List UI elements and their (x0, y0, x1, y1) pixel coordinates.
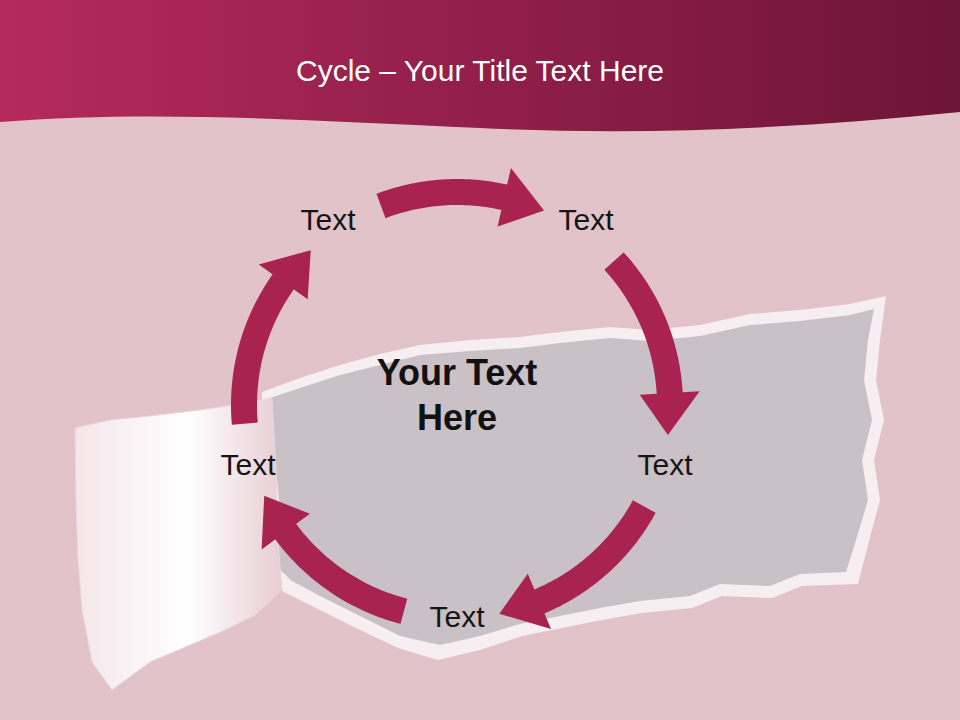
step-text: Text (220, 447, 275, 483)
cycle-step: Text (294, 198, 361, 242)
step-text: Text (558, 202, 613, 238)
title-band (0, 0, 960, 131)
step-text: Text (429, 599, 484, 635)
step-text: Text (637, 447, 692, 483)
cycle-arrow (499, 507, 644, 630)
cycle-arrow (244, 250, 311, 423)
arrow-body (244, 280, 284, 424)
cycle-step: Text (631, 443, 698, 487)
cycle-arrow (381, 168, 544, 227)
center-text: Your Text Here (337, 350, 577, 440)
arrow-head (499, 574, 551, 629)
cycle-arrow (262, 496, 404, 612)
cycle-step: Text (214, 443, 281, 487)
torn-edge (262, 296, 886, 660)
arrow-body (284, 530, 403, 611)
cycle-step: Text (423, 595, 490, 639)
cycle-step: Text (552, 198, 619, 242)
arrow-head (259, 250, 311, 299)
torn-hole (270, 309, 874, 645)
arrow-body (537, 507, 644, 603)
arrow-body (614, 261, 670, 395)
paper-curl (75, 398, 282, 690)
arrow-body (381, 192, 506, 206)
arrow-head (498, 168, 544, 227)
arrow-head (640, 391, 700, 435)
step-text: Text (300, 202, 355, 238)
cycle-arrow (614, 261, 700, 435)
slide-title: Cycle – Your Title Text Here (0, 54, 960, 88)
arrow-head (262, 496, 310, 550)
